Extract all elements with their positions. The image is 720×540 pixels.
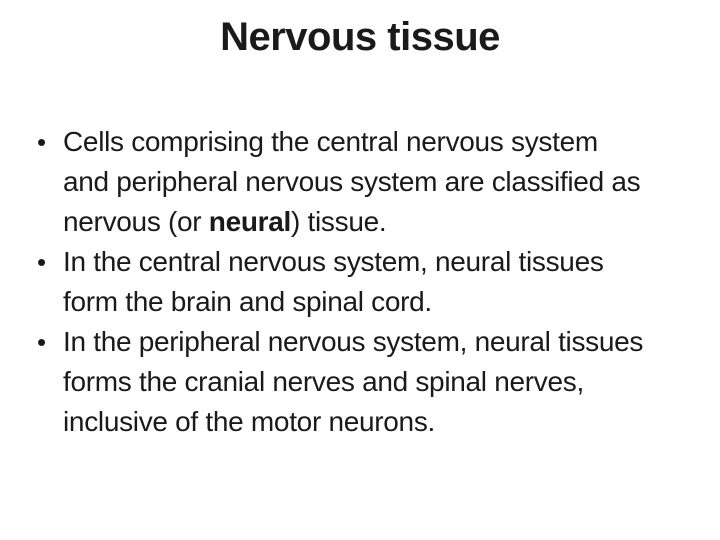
bullet-marker-icon: • (37, 127, 47, 157)
text-line: forms the cranial nerves and spinal nerv… (63, 366, 584, 397)
bullet-item: • Cells comprising the central nervous sy… (37, 122, 697, 242)
bullet-text: Cells comprising the central nervous sys… (63, 122, 697, 242)
bullet-marker-icon: • (37, 247, 47, 277)
bullet-text: In the central nervous system, neural ti… (63, 242, 697, 322)
bullet-item: • In the central nervous system, neural t… (37, 242, 697, 322)
slide-title: Nervous tissue (220, 15, 500, 59)
bullet-marker-icon: • (37, 327, 47, 357)
text-line: inclusive of the motor neurons. (63, 406, 436, 437)
text-line: form the brain and spinal cord. (63, 286, 432, 317)
bullet-list: • Cells comprising the central nervous sy… (37, 122, 697, 442)
text-line: and peripheral nervous system are classi… (63, 166, 641, 197)
text-line: In the peripheral nervous system, neural… (63, 326, 644, 357)
text-line: nervous (or neural) tissue. (63, 206, 387, 237)
bullet-item: • In the peripheral nervous system, neura… (37, 322, 697, 442)
text-line: Cells comprising the central nervous sys… (63, 126, 598, 157)
text-line: In the central nervous system, neural ti… (63, 246, 604, 277)
bullet-text: In the peripheral nervous system, neural… (63, 322, 697, 442)
